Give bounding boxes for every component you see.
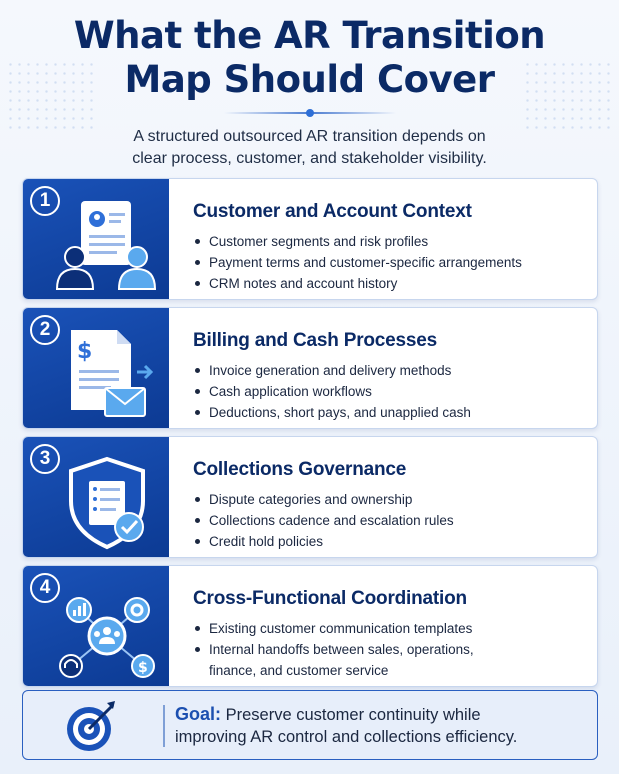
section-number: 4 [30,573,60,603]
section-icon-panel: 2 $ [23,308,169,428]
target-arrow-icon [67,701,115,751]
section-icon-panel: 4 $ [23,566,169,686]
list-item: Credit hold policies [193,531,593,552]
list-item: Invoice generation and delivery methods [193,360,593,381]
list-item: Payment terms and customer-specific arra… [193,252,593,273]
customer-profile-document-icon [55,201,157,290]
list-item: Customer segments and risk profiles [193,231,593,252]
section-number: 1 [30,186,60,216]
page-title: What the AR Transition Map Should Cover [73,14,546,101]
list-item: CRM notes and account history [193,273,593,294]
section-title: Billing and Cash Processes [193,330,437,351]
section-bullet-list: Dispute categories and ownership Collect… [193,489,593,552]
section-bullet-list: Invoice generation and delivery methods … [193,360,593,423]
title-divider [224,109,396,117]
section-bullet-list: Existing customer communication template… [193,618,593,681]
decorative-dots [523,60,613,130]
goal-text: Goal: Preserve customer continuity while… [175,704,518,746]
section-title: Collections Governance [193,459,407,480]
goal-label: Goal: [175,704,222,724]
section-number: 2 [30,315,60,345]
svg-text:$: $ [77,339,92,364]
section-icon-panel: 3 [23,437,169,557]
section-card-cross-functional: 4 $ Cross-Functional Coordination Existi… [22,565,598,687]
svg-text:$: $ [138,660,148,676]
team-network-icon: $ [59,597,155,678]
list-item: Internal handoffs between sales, operati… [193,639,593,660]
list-item: finance, and customer service [209,663,389,678]
list-item: Deductions, short pays, and unapplied ca… [193,402,593,423]
decorative-dots [6,60,96,130]
goal-divider [163,705,165,747]
section-bullet-list: Customer segments and risk profiles Paym… [193,231,593,294]
list-item: Dispute categories and ownership [193,489,593,510]
section-card-billing-cash: 2 $ Billing and Cash Processes Invoice g… [22,307,598,429]
page-subtitle: A structured outsourced AR transition de… [132,128,487,167]
section-icon-panel: 1 [23,179,169,299]
section-title: Cross-Functional Coordination [193,588,467,609]
section-title: Customer and Account Context [193,201,472,222]
goal-banner: Goal: Preserve customer continuity while… [22,690,598,760]
shield-checklist-icon [69,456,145,550]
list-item: Collections cadence and escalation rules [193,510,593,531]
section-card-collections-governance: 3 Collections Governance Dispute categor… [22,436,598,558]
section-number: 3 [30,444,60,474]
list-item: Existing customer communication template… [193,618,593,639]
invoice-envelope-icon: $ [71,330,154,417]
list-item: Cash application workflows [193,381,593,402]
section-card-customer-context: 1 Customer and Account Context Customer … [22,178,598,300]
